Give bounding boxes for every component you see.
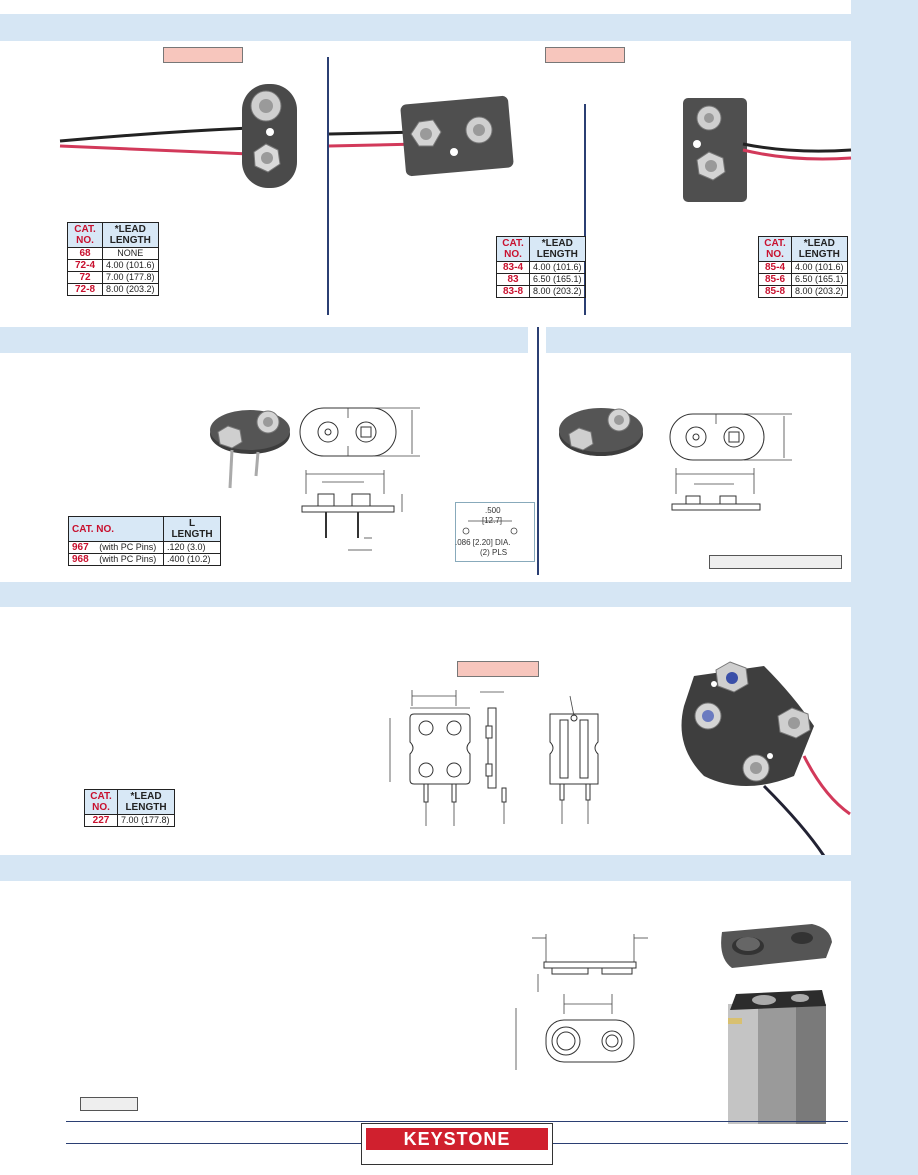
table-pc-pin-snap: CAT. NO. L LENGTH 967 (with PC Pins) .12… — [68, 516, 221, 566]
table-c-cat-3: 85-8 — [758, 285, 792, 298]
table-b-cat-2: 83 — [496, 273, 530, 286]
table-a-len-4: 8.00 (203.2) — [102, 283, 159, 296]
section4-tag — [80, 1097, 138, 1111]
table-a-header-cat: CAT. NO. — [67, 222, 103, 248]
section2-right-tag — [709, 555, 842, 569]
pc-pin-snap-top-view-drawing — [299, 407, 420, 457]
hole-qty-value: (2) PLS — [480, 548, 508, 557]
hole-diameter-value: .086 [2.20] DIA. — [455, 538, 511, 547]
table-d-len-1: 7.00 (177.8) — [117, 814, 175, 827]
table-a-len-2: 4.00 (101.6) — [102, 259, 159, 272]
table-pin-row-1-cat: 967 (with PC Pins) — [68, 541, 164, 554]
table-snap-85: CAT. NO. *LEAD LENGTH 85-4 4.00 (101.6) … — [758, 236, 848, 298]
table-b-len-3: 8.00 (203.2) — [529, 285, 586, 298]
table-pin-cat-2: 968 — [72, 554, 89, 565]
table-pin-row-2-cat: 968 (with PC Pins) — [68, 553, 164, 566]
table-snap-83: CAT. NO. *LEAD LENGTH 83-4 4.00 (101.6) … — [496, 236, 586, 298]
hole-spacing-mm-value: [12.7] — [482, 516, 503, 525]
table-c-cat-1: 85-4 — [758, 261, 792, 274]
table-pin-len-2: .400 (10.2) — [163, 553, 221, 566]
table-snap-68: CAT. NO. *LEAD LENGTH 68 NONE 72-4 4.00 … — [67, 222, 159, 296]
side-strip — [851, 0, 918, 1175]
flat-snap-top-view-drawing — [669, 413, 792, 461]
table-pin-header-cat: CAT. NO. — [68, 516, 164, 542]
table-b-header-cat: CAT. NO. — [496, 236, 530, 262]
flat-snap-side-view-drawing — [671, 468, 761, 511]
table-pin-header-len-1: L — [188, 518, 196, 529]
table-dual-snap: CAT. NO. *LEAD LENGTH 227 7.00 (177.8) — [84, 789, 175, 827]
section1-divider-2 — [584, 104, 586, 315]
table-d-header-cat: CAT. NO. — [84, 789, 118, 815]
section1-tag-left — [163, 47, 243, 63]
hole-spacing-value: .500 — [485, 506, 501, 515]
table-c-header-cat: CAT. NO. — [758, 236, 792, 262]
table-a-len-3: 7.00 (177.8) — [102, 271, 159, 284]
table-c-len-2: 6.50 (165.1) — [791, 273, 848, 286]
battery-snap-85-illustration — [683, 98, 852, 202]
keystone-logo-text: KEYSTONE — [366, 1128, 548, 1150]
table-pin-len-1: .120 (3.0) — [163, 541, 221, 554]
section4-header-band — [0, 855, 851, 881]
section2-divider — [537, 327, 539, 575]
battery-snap-68-illustration — [59, 84, 297, 188]
battery-cap-illustration — [721, 924, 832, 1124]
table-a-len-1: NONE — [102, 247, 159, 260]
table-b-header-lead: *LEAD LENGTH — [529, 236, 586, 262]
footer-rule-top — [66, 1121, 848, 1122]
table-pin-cat-1: 967 — [72, 542, 89, 553]
battery-cap-drawings — [515, 934, 648, 1070]
table-b-len-2: 6.50 (165.1) — [529, 273, 586, 286]
keystone-logo: KEYSTONE — [361, 1123, 553, 1165]
table-b-cat-1: 83-4 — [496, 261, 530, 274]
pc-pin-snap-side-view-drawing — [301, 470, 403, 551]
section3-tag — [457, 661, 539, 677]
table-d-cat-1: 227 — [84, 814, 118, 827]
table-pin-note-1: (with PC Pins) — [99, 542, 157, 552]
table-a-cat-1: 68 — [67, 247, 103, 260]
hole-layout-drawing — [462, 520, 518, 535]
table-b-cat-3: 83-8 — [496, 285, 530, 298]
table-a-cat-2: 72-4 — [67, 259, 103, 272]
section1-divider-1 — [327, 57, 329, 315]
dual-snap-drawings — [389, 690, 599, 826]
flat-snap-illustration — [559, 408, 643, 456]
table-c-len-1: 4.00 (101.6) — [791, 261, 848, 274]
table-a-header-lead: *LEAD LENGTH — [102, 222, 159, 248]
dual-snap-illustration — [681, 661, 851, 857]
table-b-len-1: 4.00 (101.6) — [529, 261, 586, 274]
section2-header-band-right — [546, 327, 851, 353]
pcb-hole-layout-note: .500 [12.7] .086 [2.20] DIA. (2) PLS — [455, 502, 535, 562]
section1-header-band — [0, 14, 851, 41]
table-d-header-lead: *LEAD LENGTH — [117, 789, 175, 815]
table-a-cat-3: 72 — [67, 271, 103, 284]
table-c-header-lead: *LEAD LENGTH — [791, 236, 848, 262]
table-pin-note-2: (with PC Pins) — [99, 554, 157, 564]
table-pin-header-len: L LENGTH — [163, 516, 221, 542]
table-c-len-3: 8.00 (203.2) — [791, 285, 848, 298]
table-c-cat-2: 85-6 — [758, 273, 792, 286]
section1-tag-right — [545, 47, 625, 63]
battery-snap-83-illustration — [328, 95, 514, 177]
pc-pin-snap-illustration — [210, 410, 290, 489]
section3-header-band — [0, 582, 851, 607]
table-a-cat-4: 72-8 — [67, 283, 103, 296]
section2-header-band-left — [0, 327, 528, 353]
table-pin-header-len-2: LENGTH — [171, 529, 213, 540]
